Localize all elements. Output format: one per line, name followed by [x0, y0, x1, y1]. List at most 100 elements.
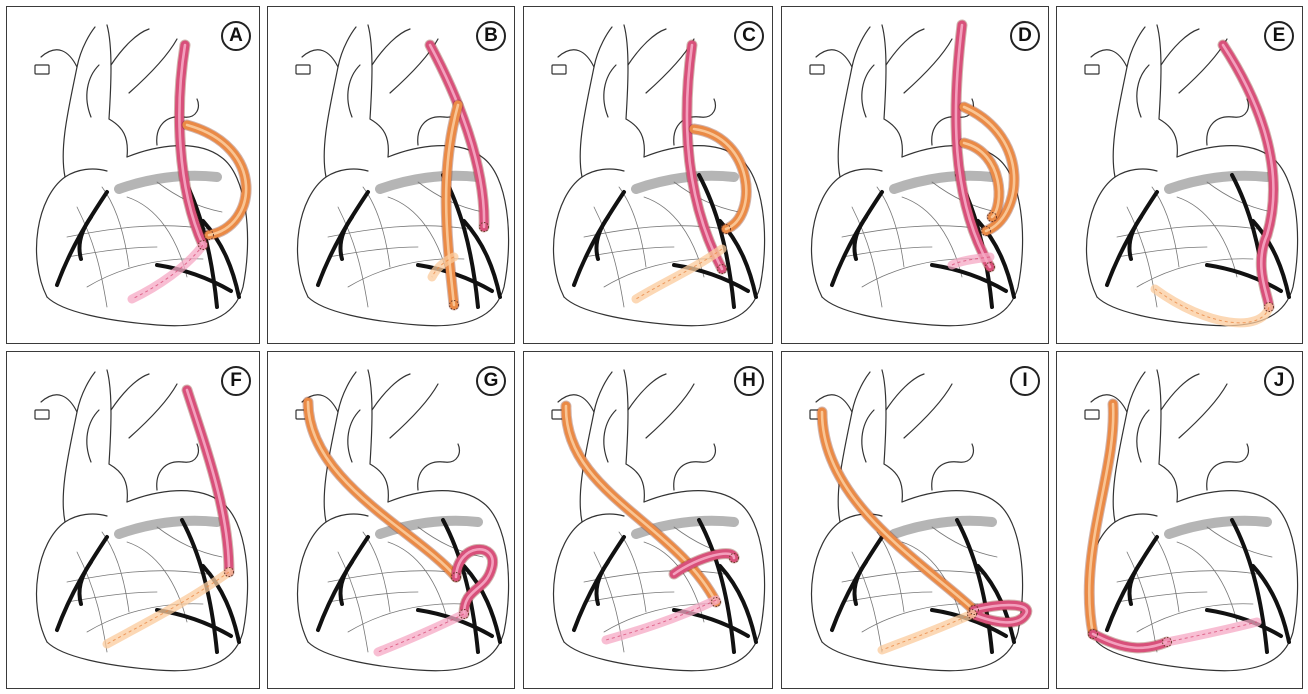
heart-outline-line [348, 410, 360, 462]
vessel-stump [296, 65, 310, 74]
heart-diagram [7, 352, 258, 687]
ita-graft-0 [687, 45, 722, 269]
av-groove-shadow [119, 521, 217, 534]
surface-vessel-line [102, 532, 129, 612]
heart-diagram [524, 7, 771, 342]
heart-outline-line [958, 444, 973, 462]
panel-f: F [6, 351, 260, 689]
heart-outline-line [37, 27, 95, 297]
panel-label-e: E [1264, 21, 1294, 51]
heart-outline-line [87, 410, 99, 462]
surface-vessel-line [619, 187, 646, 267]
heart-outline-line [840, 169, 882, 177]
av-groove-shadow [1169, 521, 1267, 534]
heart-diagram [7, 7, 258, 342]
vessel-stump [810, 65, 824, 74]
heart-outline-line [886, 29, 924, 65]
heart-outline-line [1157, 25, 1177, 157]
heart-outline-line [882, 25, 902, 157]
heart-outline-line [1233, 444, 1248, 462]
heart-outline-line [604, 65, 616, 117]
panel-label-a: A [221, 21, 251, 51]
heart-outline-line [582, 514, 624, 522]
heart-outline-line [129, 39, 177, 93]
panel-label-b: B [476, 21, 506, 51]
heart-diagram [782, 352, 1047, 687]
vessel-stump [1085, 65, 1099, 74]
surface-vessel-line [877, 187, 904, 267]
heart-outline-line [604, 410, 616, 462]
coronary-artery [1232, 520, 1267, 652]
heart-outline-line [646, 384, 694, 438]
panel-g: G [267, 351, 515, 689]
heart-outline-line [582, 169, 624, 177]
heart-outline-line [932, 462, 958, 490]
panel-label-c: C [734, 21, 764, 51]
heart-outline-line [65, 169, 107, 177]
heart-illustration [35, 25, 248, 326]
heart-outline-line [87, 65, 99, 117]
heart-outline-line [418, 117, 444, 145]
heart-diagram [1057, 352, 1301, 687]
heart-diagram [782, 7, 1047, 342]
heart-outline-line [812, 27, 870, 297]
heart-outline-line [111, 29, 149, 65]
heart-outline-line [372, 29, 410, 65]
panel-i: I [781, 351, 1049, 689]
panel-h: H [523, 351, 773, 689]
heart-outline-line [628, 374, 666, 410]
heart-outline-line [1161, 29, 1199, 65]
heart-outline-line [1137, 410, 1149, 462]
av-groove-shadow [1169, 176, 1267, 189]
av-groove-shadow [636, 176, 734, 189]
heart-outline-line [111, 374, 149, 410]
heart-diagram [268, 352, 513, 687]
heart-outline-line [418, 462, 444, 490]
ita-graft-0-shadow [430, 45, 484, 227]
heart-outline-line [700, 99, 715, 117]
heart-outline-line [1115, 514, 1157, 522]
heart-outline-line [298, 27, 356, 297]
heart-outline-line [157, 462, 183, 490]
vessel-stump [552, 65, 566, 74]
heart-outline-line [107, 25, 127, 157]
heart-illustration [296, 370, 509, 671]
av-groove-shadow [380, 176, 478, 189]
heart-outline-line [1233, 99, 1248, 117]
heart-outline-line [1137, 65, 1149, 117]
panel-b: B [267, 6, 515, 344]
heart-outline-line [862, 410, 874, 462]
heart-outline-line [390, 384, 438, 438]
av-groove-shadow [894, 176, 992, 189]
heart-outline-line [674, 462, 700, 490]
coronary-artery [957, 520, 992, 652]
heart-outline-line [862, 65, 874, 117]
free-graft-1 [1155, 289, 1269, 323]
surface-vessel-line [1152, 187, 1179, 267]
panel-j: J [1056, 351, 1303, 689]
panel-label-f: F [221, 366, 251, 396]
panel-a: A [6, 6, 260, 344]
heart-outline-line [1179, 384, 1227, 438]
heart-diagram [524, 352, 771, 687]
heart-diagram [268, 7, 513, 342]
vessel-stump [1085, 410, 1099, 419]
heart-outline-line [368, 25, 388, 157]
heart-outline-line [1207, 117, 1233, 145]
surface-vessel-line [363, 187, 390, 267]
heart-outline-line [326, 514, 368, 522]
surface-vessel-line [619, 532, 646, 612]
panel-label-i: I [1010, 366, 1040, 396]
surface-vessel-line [363, 532, 390, 612]
vessel-stump [35, 410, 49, 419]
heart-outline-line [624, 370, 644, 502]
heart-outline-line [1115, 169, 1157, 177]
heart-outline-line [886, 374, 924, 410]
av-groove-shadow [894, 521, 992, 534]
heart-outline-line [554, 27, 612, 297]
heart-outline-line [1157, 370, 1177, 502]
heart-outline-line [904, 384, 952, 438]
panel-d: D [781, 6, 1049, 344]
heart-illustration [552, 25, 765, 326]
heart-outline-line [624, 25, 644, 157]
